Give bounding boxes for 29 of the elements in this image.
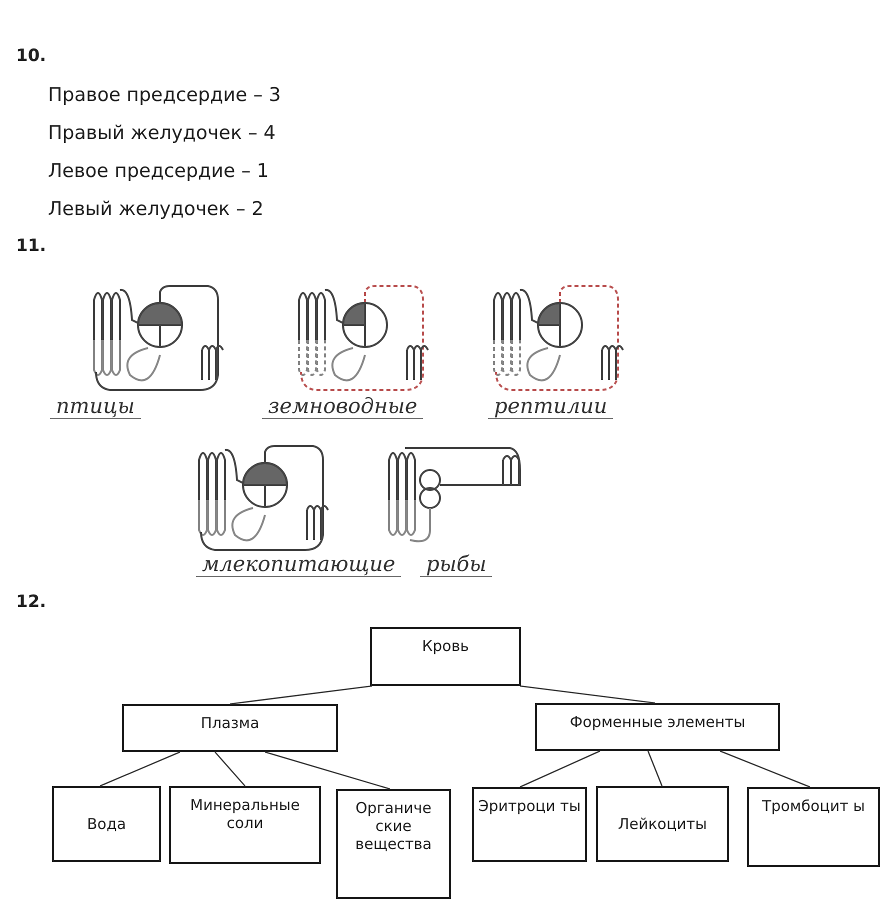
component-box: Вода: [52, 786, 161, 862]
answer-line: Левое предсердие – 1: [48, 160, 269, 182]
handwritten-caption: млекопитающие: [196, 552, 402, 577]
task-number: 11.: [16, 236, 46, 256]
connector-line: [214, 752, 246, 786]
connector-line: [100, 751, 180, 787]
component-box: Тромбоцит ы: [747, 787, 880, 867]
task-number: 10.: [16, 46, 46, 66]
handwritten-caption: рептилии: [488, 394, 614, 419]
connector-line: [520, 685, 656, 704]
category-box: Плазма: [122, 704, 338, 752]
connector-line: [230, 685, 372, 705]
connector-line: [647, 750, 663, 786]
answer-line: Правый желудочек – 4: [48, 122, 276, 144]
connector-line: [520, 750, 600, 788]
handwritten-caption: земноводные: [262, 394, 424, 419]
task-number: 12.: [16, 592, 46, 612]
category-box: Форменные элементы: [535, 703, 780, 751]
component-box: Лейкоциты: [596, 786, 729, 862]
handwritten-caption: птицы: [50, 394, 141, 419]
connector-line: [720, 750, 810, 788]
connector-line: [264, 751, 390, 790]
root-box: Кровь: [370, 627, 521, 686]
component-box: Органиче ские вещества: [336, 789, 451, 899]
handwritten-caption: рыбы: [420, 552, 492, 577]
answer-line: Левый желудочек – 2: [48, 198, 264, 220]
component-box: Минеральные соли: [169, 786, 321, 864]
answer-line: Правое предсердие – 3: [48, 84, 281, 106]
component-box: Эритроци ты: [472, 787, 587, 862]
